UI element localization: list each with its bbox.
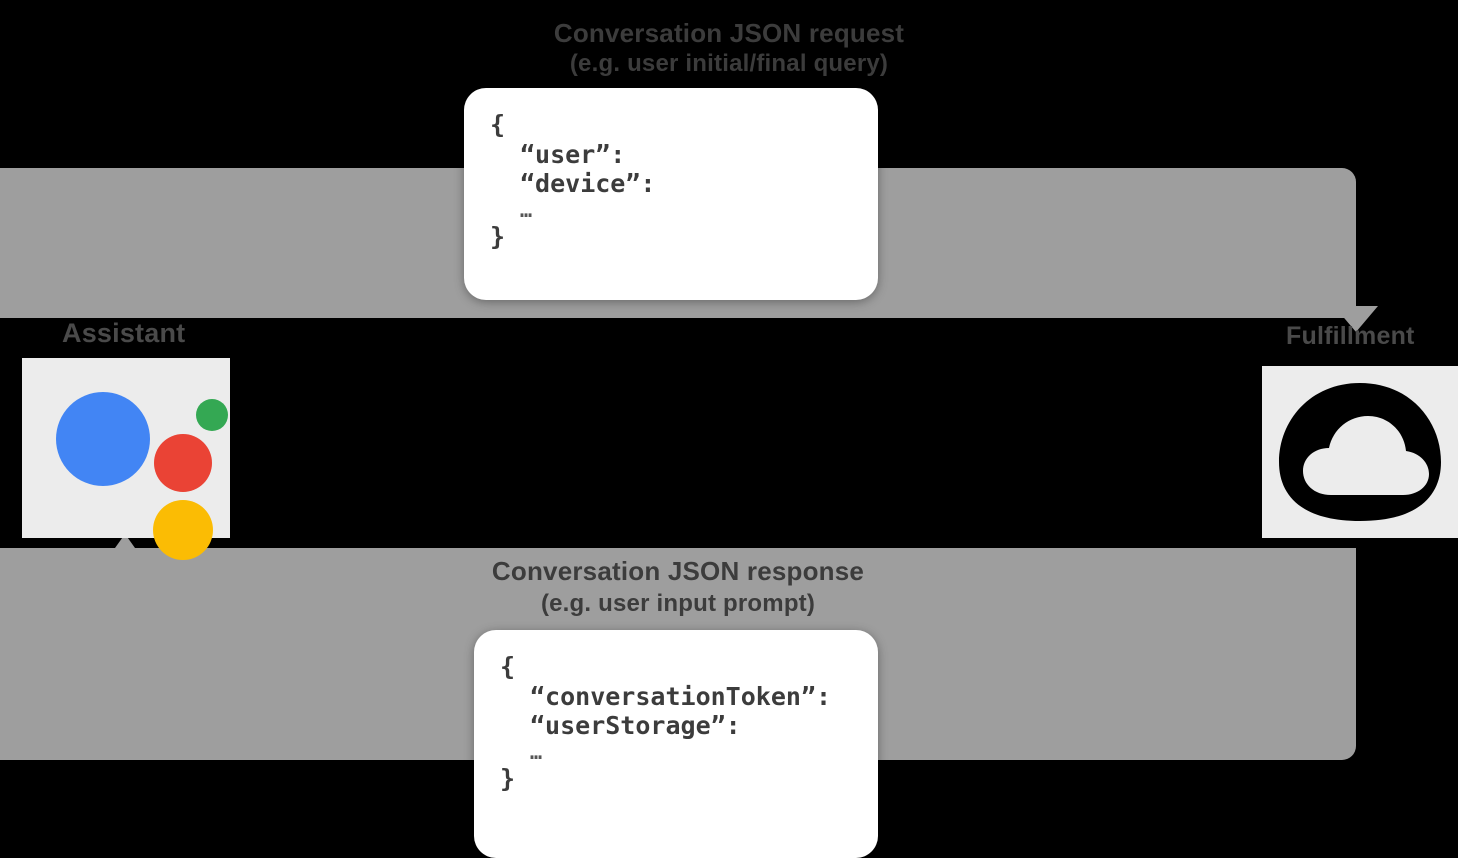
assistant-node	[22, 358, 230, 560]
response-flow-subtitle: (e.g. user input prompt)	[540, 590, 816, 617]
assistant-dot-blue-icon	[56, 392, 150, 486]
json-ellipsis: …	[530, 739, 543, 764]
json-open-brace: {	[490, 110, 506, 139]
json-open-brace: {	[500, 652, 516, 681]
google-assistant-dots-icon	[40, 372, 228, 560]
cloud-icon	[1279, 383, 1441, 521]
json-key-device: “device”:	[520, 169, 656, 198]
request-flow-subtitle: (e.g. user initial/final query)	[569, 50, 889, 77]
json-close-brace: }	[490, 222, 506, 252]
fulfillment-node	[1262, 366, 1458, 538]
json-close-brace: }	[500, 764, 516, 794]
assistant-node-label: Assistant	[62, 318, 186, 348]
assistant-dot-green-icon	[196, 399, 228, 431]
assistant-dot-yellow-icon	[153, 500, 213, 560]
request-json-card: { “user”: “device”: … }	[464, 88, 878, 300]
response-json-card: { “conversationToken”: “userStorage”: … …	[474, 630, 878, 858]
request-flow-title: Conversation JSON request	[553, 18, 905, 48]
json-ellipsis: …	[520, 197, 533, 222]
json-key-user: “user”:	[520, 139, 626, 169]
json-key-conversation-token: “conversationToken”:	[530, 681, 832, 711]
fulfillment-node-label: Fulfillment	[1286, 322, 1415, 350]
assistant-dot-red-icon	[154, 434, 212, 492]
request-arrowhead-icon	[1334, 306, 1378, 332]
json-key-user-storage: “userStorage”:	[530, 711, 741, 740]
response-flow-title: Conversation JSON response	[491, 556, 865, 586]
